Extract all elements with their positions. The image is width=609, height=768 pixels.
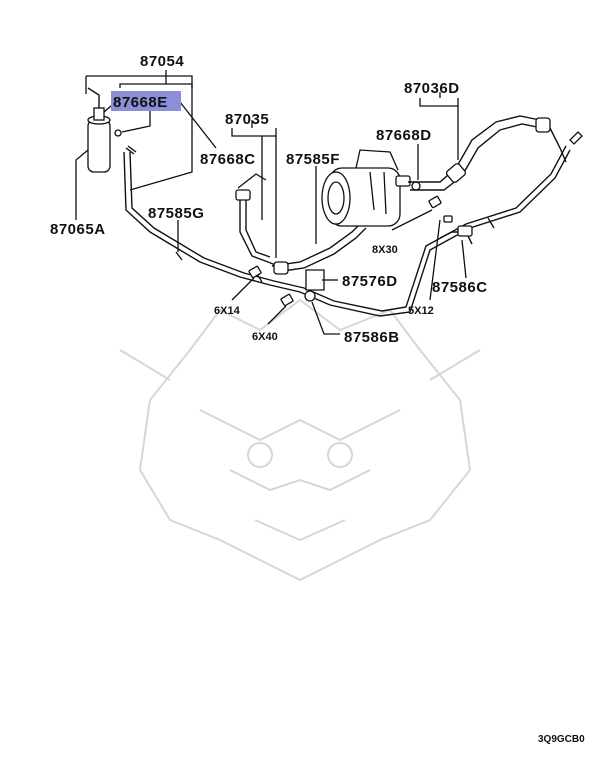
callout-6x14[interactable]: 6X14 [214,305,241,317]
callout-87054[interactable]: 87054 [140,53,184,70]
liquid-pipe-fitting[interactable] [125,145,137,155]
callout-87035[interactable]: 87035 [225,111,269,128]
leader-lines [75,70,467,335]
discharge-hose-87585F[interactable] [271,221,363,267]
suction-hose-87035[interactable] [239,200,279,267]
bracket-87576D[interactable] [305,269,325,291]
callout-5x12[interactable]: 5X12 [408,305,434,317]
bolt-6x40[interactable] [267,293,294,325]
callout-87036D[interactable]: 87036D [404,80,460,97]
bolt-5x12[interactable] [429,215,453,301]
callout-87586B[interactable]: 87586B [344,329,400,346]
callout-87668D[interactable]: 87668D [376,127,432,144]
clamp-87586B[interactable] [304,290,316,302]
pressure-hose-87036D[interactable] [408,115,541,183]
callout-87065A[interactable]: 87065A [50,221,106,238]
callout-87576D[interactable]: 87576D [342,273,398,290]
callout-6x40[interactable]: 6X40 [252,331,278,343]
watermark-emblem [119,298,481,582]
liquid-pipe-87585G[interactable] [123,149,571,317]
liquid-pipe-end-fitting [569,131,583,145]
callout-87668C[interactable]: 87668C [200,151,256,168]
callout-87668E[interactable]: 87668E [113,94,168,111]
ac-compressor[interactable] [321,149,411,227]
callout-8x30[interactable]: 8X30 [372,244,398,256]
condenser-bracket-outline [85,75,193,191]
diagram-code: 3Q9GCB0 [538,734,585,745]
bolt-8x30[interactable] [391,195,442,231]
callout-87585F[interactable]: 87585F [286,151,340,168]
callout-87668E-highlight [111,91,181,111]
o-ring-87668E[interactable] [114,129,122,137]
receiver-drier[interactable] [87,87,119,173]
callout-87586C[interactable]: 87586C [432,279,488,296]
bolt-6x14[interactable] [231,265,262,301]
callout-87585G[interactable]: 87585G [148,205,204,222]
